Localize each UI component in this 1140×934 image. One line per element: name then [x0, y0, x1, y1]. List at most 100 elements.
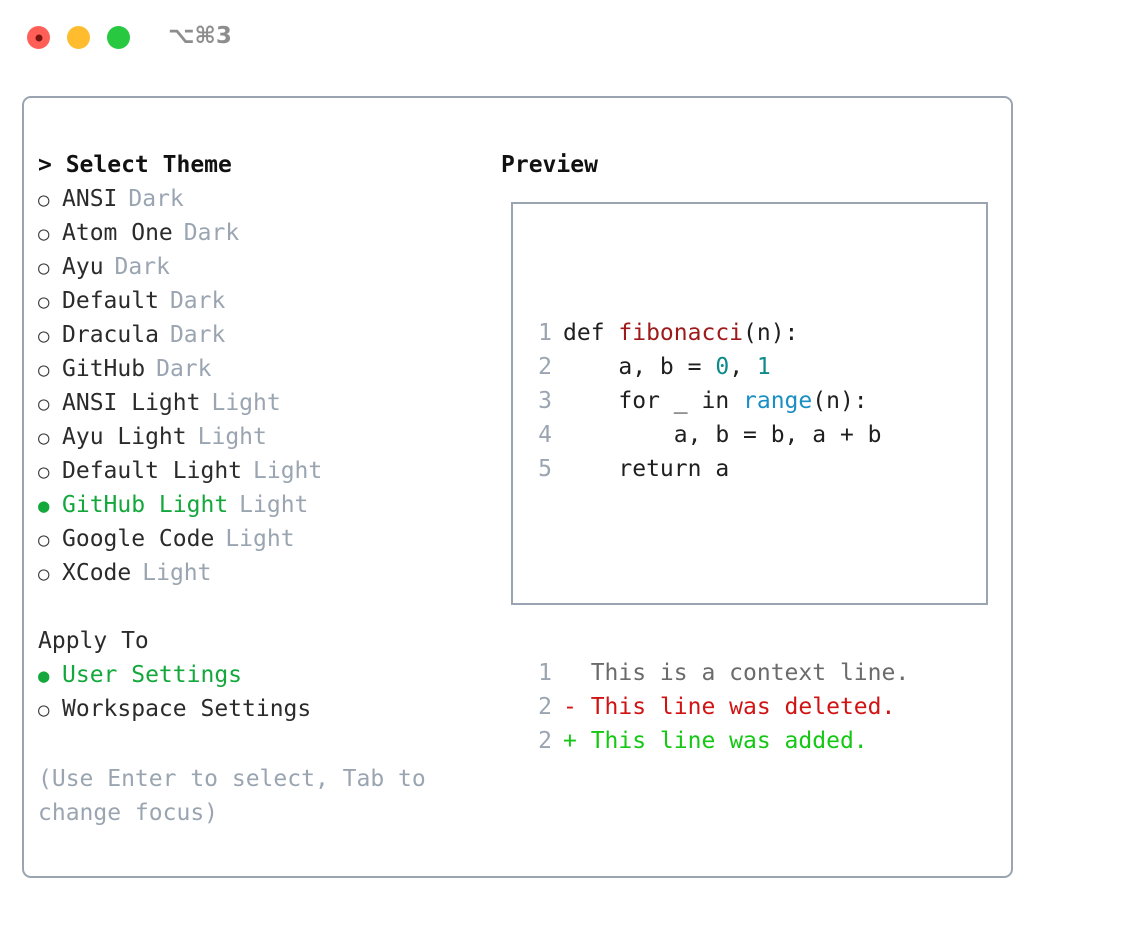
theme-option-ayu-light[interactable]: ○ Ayu Light Light	[38, 420, 458, 454]
radio-unselected-icon: ○	[38, 563, 50, 585]
theme-option-category: Light	[197, 424, 267, 450]
code-line: 2 a, b = 0, 1	[523, 350, 909, 384]
code-token-plain: def	[563, 320, 619, 346]
code-token-plain: (n):	[812, 388, 868, 414]
radio-unselected-icon: ○	[38, 393, 50, 415]
code-text: a, b = b, a + b	[552, 418, 882, 452]
radio-unselected-icon: ○	[38, 325, 50, 347]
code-line: 4 a, b = b, a + b	[523, 418, 909, 452]
line-number: 2	[538, 354, 552, 380]
apply-to-option-list[interactable]: ●User Settings ○ Workspace Settings	[38, 658, 458, 726]
theme-option-category: Dark	[169, 322, 226, 348]
apply-to-option-user-settings[interactable]: ●User Settings	[38, 658, 458, 692]
traffic-lights	[27, 26, 130, 49]
keyboard-hint: (Use Enter to select, Tab to change focu…	[38, 766, 426, 826]
code-gap	[523, 554, 909, 588]
code-token-num: 1	[756, 354, 771, 380]
select-theme-heading: > Select Theme	[38, 152, 232, 178]
code-token-plain: a, b = b, a + b	[563, 422, 882, 448]
theme-option-category: Light	[253, 458, 323, 484]
code-text: a, b = 0, 1	[552, 350, 771, 384]
diff-text: This is a context line.	[563, 660, 910, 686]
code-token-plain: ,	[729, 354, 757, 380]
theme-option-label: Ayu Light	[62, 424, 187, 450]
code-text: def fibonacci(n):	[552, 316, 798, 350]
theme-option-label: Google Code	[62, 526, 215, 552]
preview-heading: Preview	[501, 152, 598, 178]
theme-option-label: Ayu	[62, 254, 104, 280]
code-token-call: range	[743, 388, 813, 414]
theme-option-label: GitHub Light	[62, 492, 229, 518]
apply-to-option-workspace-settings[interactable]: ○ Workspace Settings	[38, 692, 458, 726]
diff-line-add: 2+ This line was added.	[523, 724, 909, 758]
code-token-plain: a, b =	[563, 354, 716, 380]
close-button[interactable]	[27, 26, 50, 49]
theme-option-default[interactable]: ○ Default Dark	[38, 284, 458, 318]
radio-selected-icon: ●	[38, 665, 50, 687]
apply-to-heading: Apply To	[38, 628, 149, 654]
theme-option-ayu[interactable]: ○ Ayu Dark	[38, 250, 458, 284]
radio-unselected-icon: ○	[38, 359, 50, 381]
code-line: 3 for _ in range(n):	[523, 384, 909, 418]
line-number: 5	[538, 456, 552, 482]
theme-option-ansi[interactable]: ○ ANSI Dark	[38, 182, 458, 216]
minimize-button[interactable]	[67, 26, 90, 49]
theme-option-label: Default	[62, 288, 159, 314]
line-number: 4	[538, 422, 552, 448]
theme-option-category: Light	[211, 390, 281, 416]
line-number: 2	[538, 728, 552, 754]
diff-line-ctx: 1 This is a context line.	[523, 656, 909, 690]
theme-option-label: Dracula	[62, 322, 159, 348]
code-text: for _ in range(n):	[552, 384, 868, 418]
theme-option-label: XCode	[62, 560, 132, 586]
maximize-button[interactable]	[107, 26, 130, 49]
radio-unselected-icon: ○	[38, 427, 50, 449]
radio-unselected-icon: ○	[38, 529, 50, 551]
code-text: return a	[552, 452, 729, 486]
line-number: 1	[538, 660, 552, 686]
theme-option-dracula[interactable]: ○ Dracula Dark	[38, 318, 458, 352]
radio-unselected-icon: ○	[38, 223, 50, 245]
window-title: ⌥⌘3	[168, 23, 232, 49]
radio-unselected-icon: ○	[38, 291, 50, 313]
theme-option-category: Light	[142, 560, 212, 586]
radio-selected-icon: ●	[38, 495, 50, 517]
diff-line-del: 2- This line was deleted.	[523, 690, 909, 724]
theme-option-label: ANSI	[62, 186, 118, 212]
list-spacer	[38, 590, 458, 624]
diff-block: 1 This is a context line.2- This line wa…	[523, 656, 909, 758]
code-token-plain: (n):	[743, 320, 799, 346]
theme-option-category: Dark	[169, 288, 226, 314]
code-token-fn: fibonacci	[618, 320, 744, 346]
title-bar: ⌥⌘3	[0, 0, 1140, 78]
theme-option-category: Dark	[183, 220, 240, 246]
radio-unselected-icon: ○	[38, 699, 50, 721]
radio-unselected-icon: ○	[38, 189, 50, 211]
code-token-plain: return a	[563, 456, 730, 482]
code-token-plain: for _ in	[563, 388, 744, 414]
apply-to-option-label: Workspace Settings	[62, 696, 312, 722]
theme-option-category: Dark	[114, 254, 170, 280]
line-number: 1	[538, 320, 552, 346]
radio-unselected-icon: ○	[38, 257, 50, 279]
code-line: 5 return a	[523, 452, 909, 486]
theme-option-category: Light	[225, 526, 295, 552]
theme-option-category: Dark	[156, 356, 212, 382]
theme-option-label: Default Light	[62, 458, 243, 484]
theme-option-google-code[interactable]: ○ Google Code Light	[38, 522, 458, 556]
line-number: 2	[538, 694, 552, 720]
theme-option-xcode[interactable]: ○ XCode Light	[38, 556, 458, 590]
theme-option-category: Dark	[128, 186, 184, 212]
